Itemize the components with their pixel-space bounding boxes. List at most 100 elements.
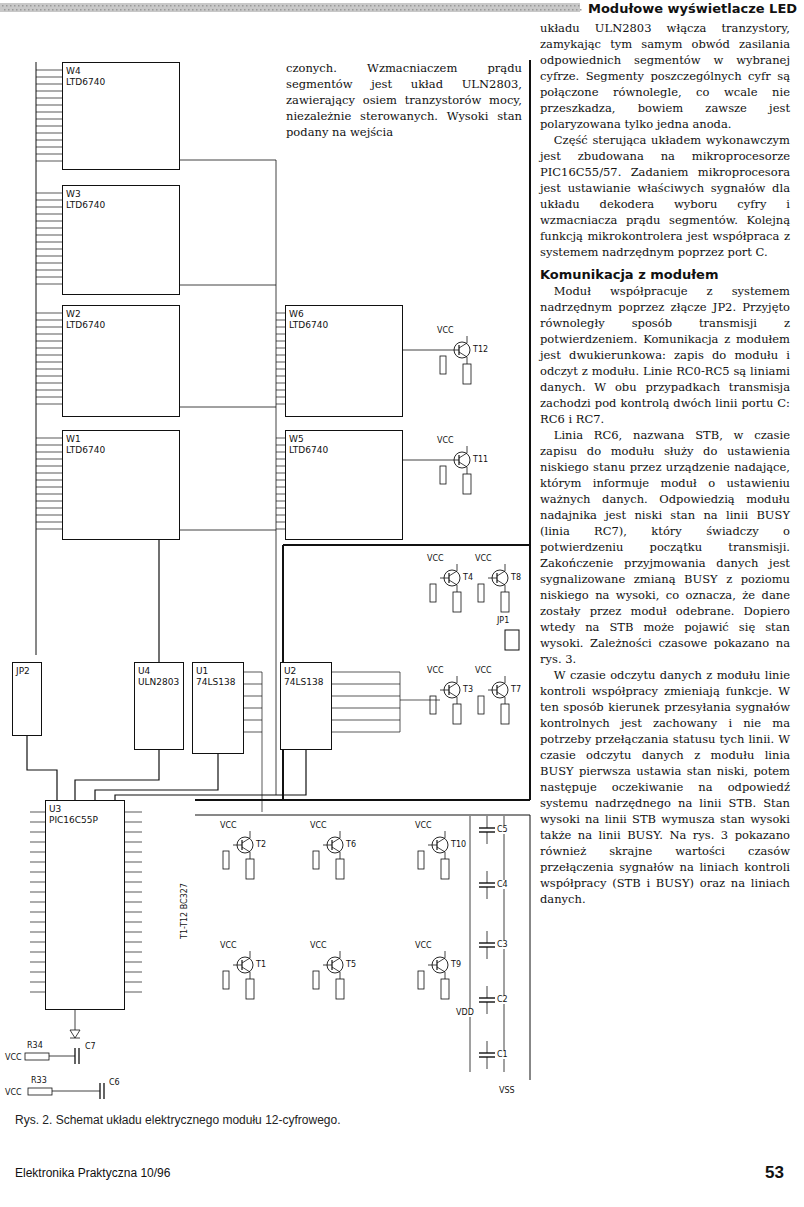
header-dot bbox=[198, 5, 200, 7]
header-dot bbox=[298, 5, 300, 7]
transistor-lead bbox=[445, 852, 446, 859]
resistor-symbol bbox=[223, 851, 229, 869]
pin-stub bbox=[125, 832, 142, 833]
digit-wire bbox=[403, 460, 450, 461]
pin-stub bbox=[36, 242, 62, 243]
pin-stub bbox=[276, 466, 285, 467]
header-dot bbox=[504, 9, 506, 11]
header-dot bbox=[12, 9, 14, 11]
pin-stub bbox=[276, 390, 285, 391]
capacitor-plate bbox=[479, 882, 495, 883]
header-dot bbox=[172, 9, 174, 11]
header-dot bbox=[578, 5, 580, 7]
text-column: czonych. Wzmacniaczem prądu segmentów je… bbox=[286, 60, 522, 140]
header-dot bbox=[380, 9, 382, 11]
header-dot bbox=[200, 9, 202, 11]
pin-stub bbox=[36, 466, 62, 467]
header-dot bbox=[318, 5, 320, 7]
resistor-symbol bbox=[463, 474, 471, 494]
header-dot bbox=[472, 9, 474, 11]
schematic-label: T11 bbox=[472, 455, 489, 464]
header-dot bbox=[396, 9, 398, 11]
header-dot bbox=[336, 9, 338, 11]
header-dot bbox=[458, 5, 460, 7]
pin-stub bbox=[125, 892, 142, 893]
header-dot bbox=[356, 9, 358, 11]
header-dot bbox=[302, 5, 304, 7]
resistor-symbol bbox=[501, 704, 509, 724]
pin-stub bbox=[36, 404, 62, 405]
schematic-label: VCC bbox=[4, 1053, 23, 1062]
pin-stub bbox=[30, 842, 45, 843]
pin-stub bbox=[276, 473, 285, 474]
header-dot bbox=[282, 5, 284, 7]
transistor-lead bbox=[332, 967, 340, 972]
pin-stub bbox=[36, 501, 62, 502]
header-dot bbox=[42, 5, 44, 7]
page-number: 53 bbox=[765, 1163, 784, 1182]
pin-stub bbox=[36, 284, 62, 285]
header-dot bbox=[358, 5, 360, 7]
header-dot bbox=[324, 9, 326, 11]
transistor-lead bbox=[437, 838, 445, 843]
header-dot bbox=[158, 5, 160, 7]
text-column: układu ULN2803 włącza tranzystory, zamyk… bbox=[540, 20, 790, 907]
pin-stub bbox=[36, 452, 62, 453]
transistor-lead bbox=[457, 676, 458, 683]
header-dot bbox=[286, 5, 288, 7]
header-dot bbox=[218, 5, 220, 7]
wire bbox=[49, 1056, 75, 1057]
header-dot bbox=[134, 5, 136, 7]
schematic-label: R33 bbox=[30, 1076, 48, 1085]
transistor-lead bbox=[233, 845, 242, 846]
pin-stub bbox=[125, 902, 142, 903]
bus-wire bbox=[115, 750, 306, 800]
header-dot bbox=[66, 5, 68, 7]
schematic-label: VCC bbox=[309, 821, 328, 830]
schematic-label: T3 bbox=[462, 685, 474, 694]
schematic-label: VCC bbox=[436, 436, 455, 445]
pin-stub bbox=[36, 390, 62, 391]
header-dot bbox=[308, 9, 310, 11]
header-dot bbox=[184, 9, 186, 11]
header-dot bbox=[142, 5, 144, 7]
header-dot bbox=[230, 5, 232, 7]
transistor-lead bbox=[497, 571, 505, 576]
pin-stub bbox=[125, 992, 142, 993]
transistor-lead bbox=[449, 692, 457, 697]
header-dot bbox=[242, 5, 244, 7]
transistor-lead bbox=[449, 571, 457, 576]
resistor-symbol bbox=[441, 859, 449, 879]
header-dot bbox=[150, 5, 152, 7]
header-dot bbox=[290, 5, 292, 7]
header-dot bbox=[468, 9, 470, 11]
header-dot bbox=[478, 5, 480, 7]
capacitor-plate bbox=[78, 1048, 79, 1064]
header-dot bbox=[72, 9, 74, 11]
resistor-symbol bbox=[313, 851, 319, 869]
display-module: W4LTD6740 bbox=[62, 62, 180, 170]
header-dot bbox=[82, 5, 84, 7]
pin-stub bbox=[30, 992, 45, 993]
schematic-label: T6 bbox=[345, 840, 357, 849]
header-dot bbox=[64, 9, 66, 11]
pin-stub bbox=[30, 852, 45, 853]
header-dot bbox=[168, 9, 170, 11]
transistor-lead bbox=[332, 847, 340, 852]
header-dot bbox=[314, 5, 316, 7]
segment-bus bbox=[36, 62, 37, 655]
header-dot bbox=[104, 9, 106, 11]
schematic-label: T1 bbox=[255, 960, 267, 969]
header-dot bbox=[220, 9, 222, 11]
schematic-label: VCC bbox=[436, 326, 455, 335]
pin-stub bbox=[36, 313, 62, 314]
header-dot bbox=[580, 9, 582, 11]
transistor-lead bbox=[505, 697, 506, 704]
header-dot bbox=[180, 9, 182, 11]
pin-stub bbox=[276, 341, 285, 342]
header-dot bbox=[370, 5, 372, 7]
header-dot bbox=[364, 9, 366, 11]
header-dot bbox=[102, 5, 104, 7]
part-number: LTD6740 bbox=[289, 445, 399, 456]
pin-stub bbox=[276, 522, 285, 523]
